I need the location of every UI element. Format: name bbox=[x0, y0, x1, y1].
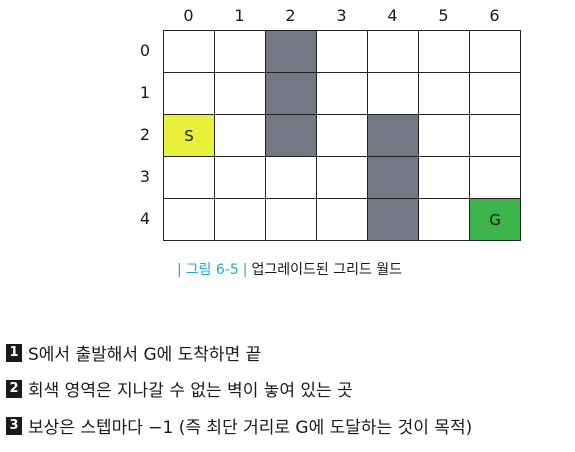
row-label: 2 bbox=[139, 125, 151, 144]
column-label: 1 bbox=[234, 6, 245, 25]
grid-cell bbox=[470, 31, 521, 73]
grid-cell bbox=[215, 157, 266, 199]
wall-cell bbox=[368, 157, 419, 199]
figure-title: 업그레이드된 그리드 월드 bbox=[251, 262, 403, 278]
grid-cell bbox=[368, 31, 419, 73]
wall-cell bbox=[368, 199, 419, 241]
grid-cell bbox=[470, 115, 521, 157]
grid-cell bbox=[266, 157, 317, 199]
grid-cell bbox=[419, 73, 470, 115]
number-badge: 3 bbox=[6, 416, 22, 435]
grid-cell bbox=[164, 157, 215, 199]
grid-cell bbox=[164, 31, 215, 73]
column-label: 5 bbox=[438, 6, 449, 25]
grid-cell bbox=[164, 199, 215, 241]
grid-cell bbox=[215, 199, 266, 241]
note-item: 1 S에서 출발해서 G에 도착하면 끝 bbox=[6, 340, 261, 365]
grid-cell bbox=[419, 199, 470, 241]
grid-cell bbox=[317, 157, 368, 199]
grid-cell bbox=[419, 157, 470, 199]
note-text: 회색 영역은 지나갈 수 없는 벽이 놓여 있는 곳 bbox=[28, 381, 353, 401]
note-text: 보상은 스텝마다 −1 (즉 최단 거리로 G에 도달하는 것이 목적) bbox=[28, 418, 473, 438]
grid-cell bbox=[419, 31, 470, 73]
note-text: S에서 출발해서 G에 도착하면 끝 bbox=[28, 345, 262, 365]
column-label: 2 bbox=[285, 6, 296, 25]
note-item: 2 회색 영역은 지나갈 수 없는 벽이 놓여 있는 곳 bbox=[6, 376, 353, 401]
figure-caption: |그림 6-5|업그레이드된 그리드 월드 bbox=[176, 262, 403, 278]
column-label: 4 bbox=[387, 6, 398, 25]
grid-cell bbox=[470, 157, 521, 199]
grid-cell bbox=[317, 31, 368, 73]
grid-cell bbox=[215, 115, 266, 157]
figure-number: 그림 6-5 bbox=[185, 262, 239, 278]
grid-cell bbox=[317, 115, 368, 157]
start-cell: S bbox=[164, 115, 215, 157]
number-badge: 1 bbox=[6, 343, 22, 362]
row-label: 3 bbox=[139, 167, 151, 186]
grid-cell bbox=[317, 73, 368, 115]
row-label: 0 bbox=[139, 41, 151, 60]
grid-cell bbox=[215, 31, 266, 73]
grid-cell bbox=[317, 199, 368, 241]
note-item: 3 보상은 스텝마다 −1 (즉 최단 거리로 G에 도달하는 것이 목적) bbox=[6, 413, 472, 438]
grid-cell bbox=[470, 73, 521, 115]
wall-cell bbox=[266, 115, 317, 157]
wall-cell bbox=[266, 73, 317, 115]
row-label: 4 bbox=[139, 209, 151, 228]
grid-cell bbox=[215, 73, 266, 115]
grid-cell bbox=[419, 115, 470, 157]
row-label: 1 bbox=[139, 83, 151, 102]
goal-cell: G bbox=[470, 199, 521, 241]
grid-cell bbox=[164, 73, 215, 115]
wall-cell bbox=[266, 31, 317, 73]
grid-cell bbox=[266, 199, 317, 241]
column-label: 6 bbox=[489, 6, 500, 25]
column-label: 3 bbox=[336, 6, 347, 25]
number-badge: 2 bbox=[6, 379, 22, 398]
grid-cell bbox=[368, 73, 419, 115]
column-label: 0 bbox=[183, 6, 194, 25]
wall-cell bbox=[368, 115, 419, 157]
